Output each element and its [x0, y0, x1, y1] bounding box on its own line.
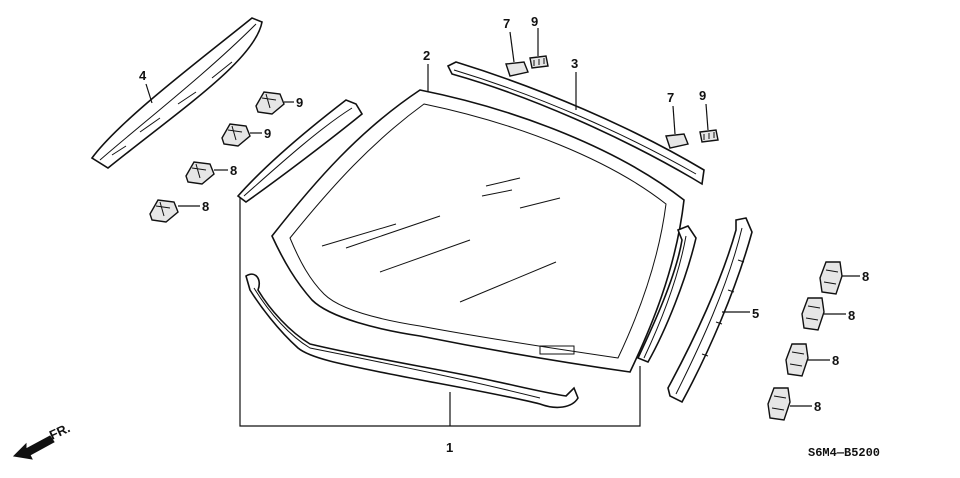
- callout-7a: 7: [503, 16, 510, 31]
- front-arrow-icon: [12, 435, 55, 460]
- part-7-stopper-b[interactable]: [665, 133, 689, 149]
- callout-7b: 7: [667, 90, 674, 105]
- side-molding-left[interactable]: [236, 99, 364, 203]
- clip-8-h: [767, 387, 791, 421]
- callout-2: 2: [423, 48, 430, 63]
- part-4-garnish[interactable]: [90, 17, 263, 169]
- part-1-dam-rubber[interactable]: [245, 273, 579, 409]
- leader-7a: [509, 31, 515, 63]
- front-label: FR.: [47, 420, 72, 442]
- callout-4: 4: [139, 68, 147, 83]
- callout-8e: 8: [862, 269, 869, 284]
- side-molding-right-inner[interactable]: [636, 225, 697, 364]
- callout-9b: 9: [699, 88, 706, 103]
- callout-9a: 9: [531, 14, 538, 29]
- callout-5: 5: [752, 306, 759, 321]
- clip-group-right[interactable]: [767, 261, 843, 421]
- callout-8c: 8: [230, 163, 237, 178]
- clip-8-f: [801, 297, 825, 331]
- glass-label-mark: [539, 345, 575, 355]
- clip-8-c: [185, 161, 215, 185]
- part-7-stopper-a[interactable]: [505, 61, 529, 77]
- clip-8-g: [785, 343, 809, 377]
- part-2-windshield[interactable]: [271, 89, 685, 373]
- callout-8g: 8: [832, 353, 839, 368]
- callout-8d: 8: [202, 199, 209, 214]
- part-9-clip-b[interactable]: [699, 129, 719, 143]
- part-5-side-molding[interactable]: [667, 217, 753, 404]
- leader-9b: [705, 103, 709, 131]
- leader-4: [145, 83, 153, 104]
- clip-8-e: [819, 261, 843, 295]
- callout-8h: 8: [814, 399, 821, 414]
- callout-1: 1: [446, 440, 453, 455]
- callout-8f: 8: [848, 308, 855, 323]
- callout-3: 3: [571, 56, 578, 71]
- callout-8a: 9: [296, 95, 303, 110]
- clip-8-a: [255, 91, 285, 115]
- diagram-code: S6M4—B5200: [808, 446, 880, 460]
- group-bracket-1: [239, 198, 641, 427]
- callout-8b: 9: [264, 126, 271, 141]
- part-3-upper-molding[interactable]: [446, 61, 705, 186]
- clip-8-b: [221, 123, 251, 147]
- part-9-clip-a[interactable]: [529, 55, 549, 69]
- clip-8-d: [149, 199, 179, 223]
- leader-7b: [672, 105, 676, 135]
- clip-group-left[interactable]: [149, 91, 285, 223]
